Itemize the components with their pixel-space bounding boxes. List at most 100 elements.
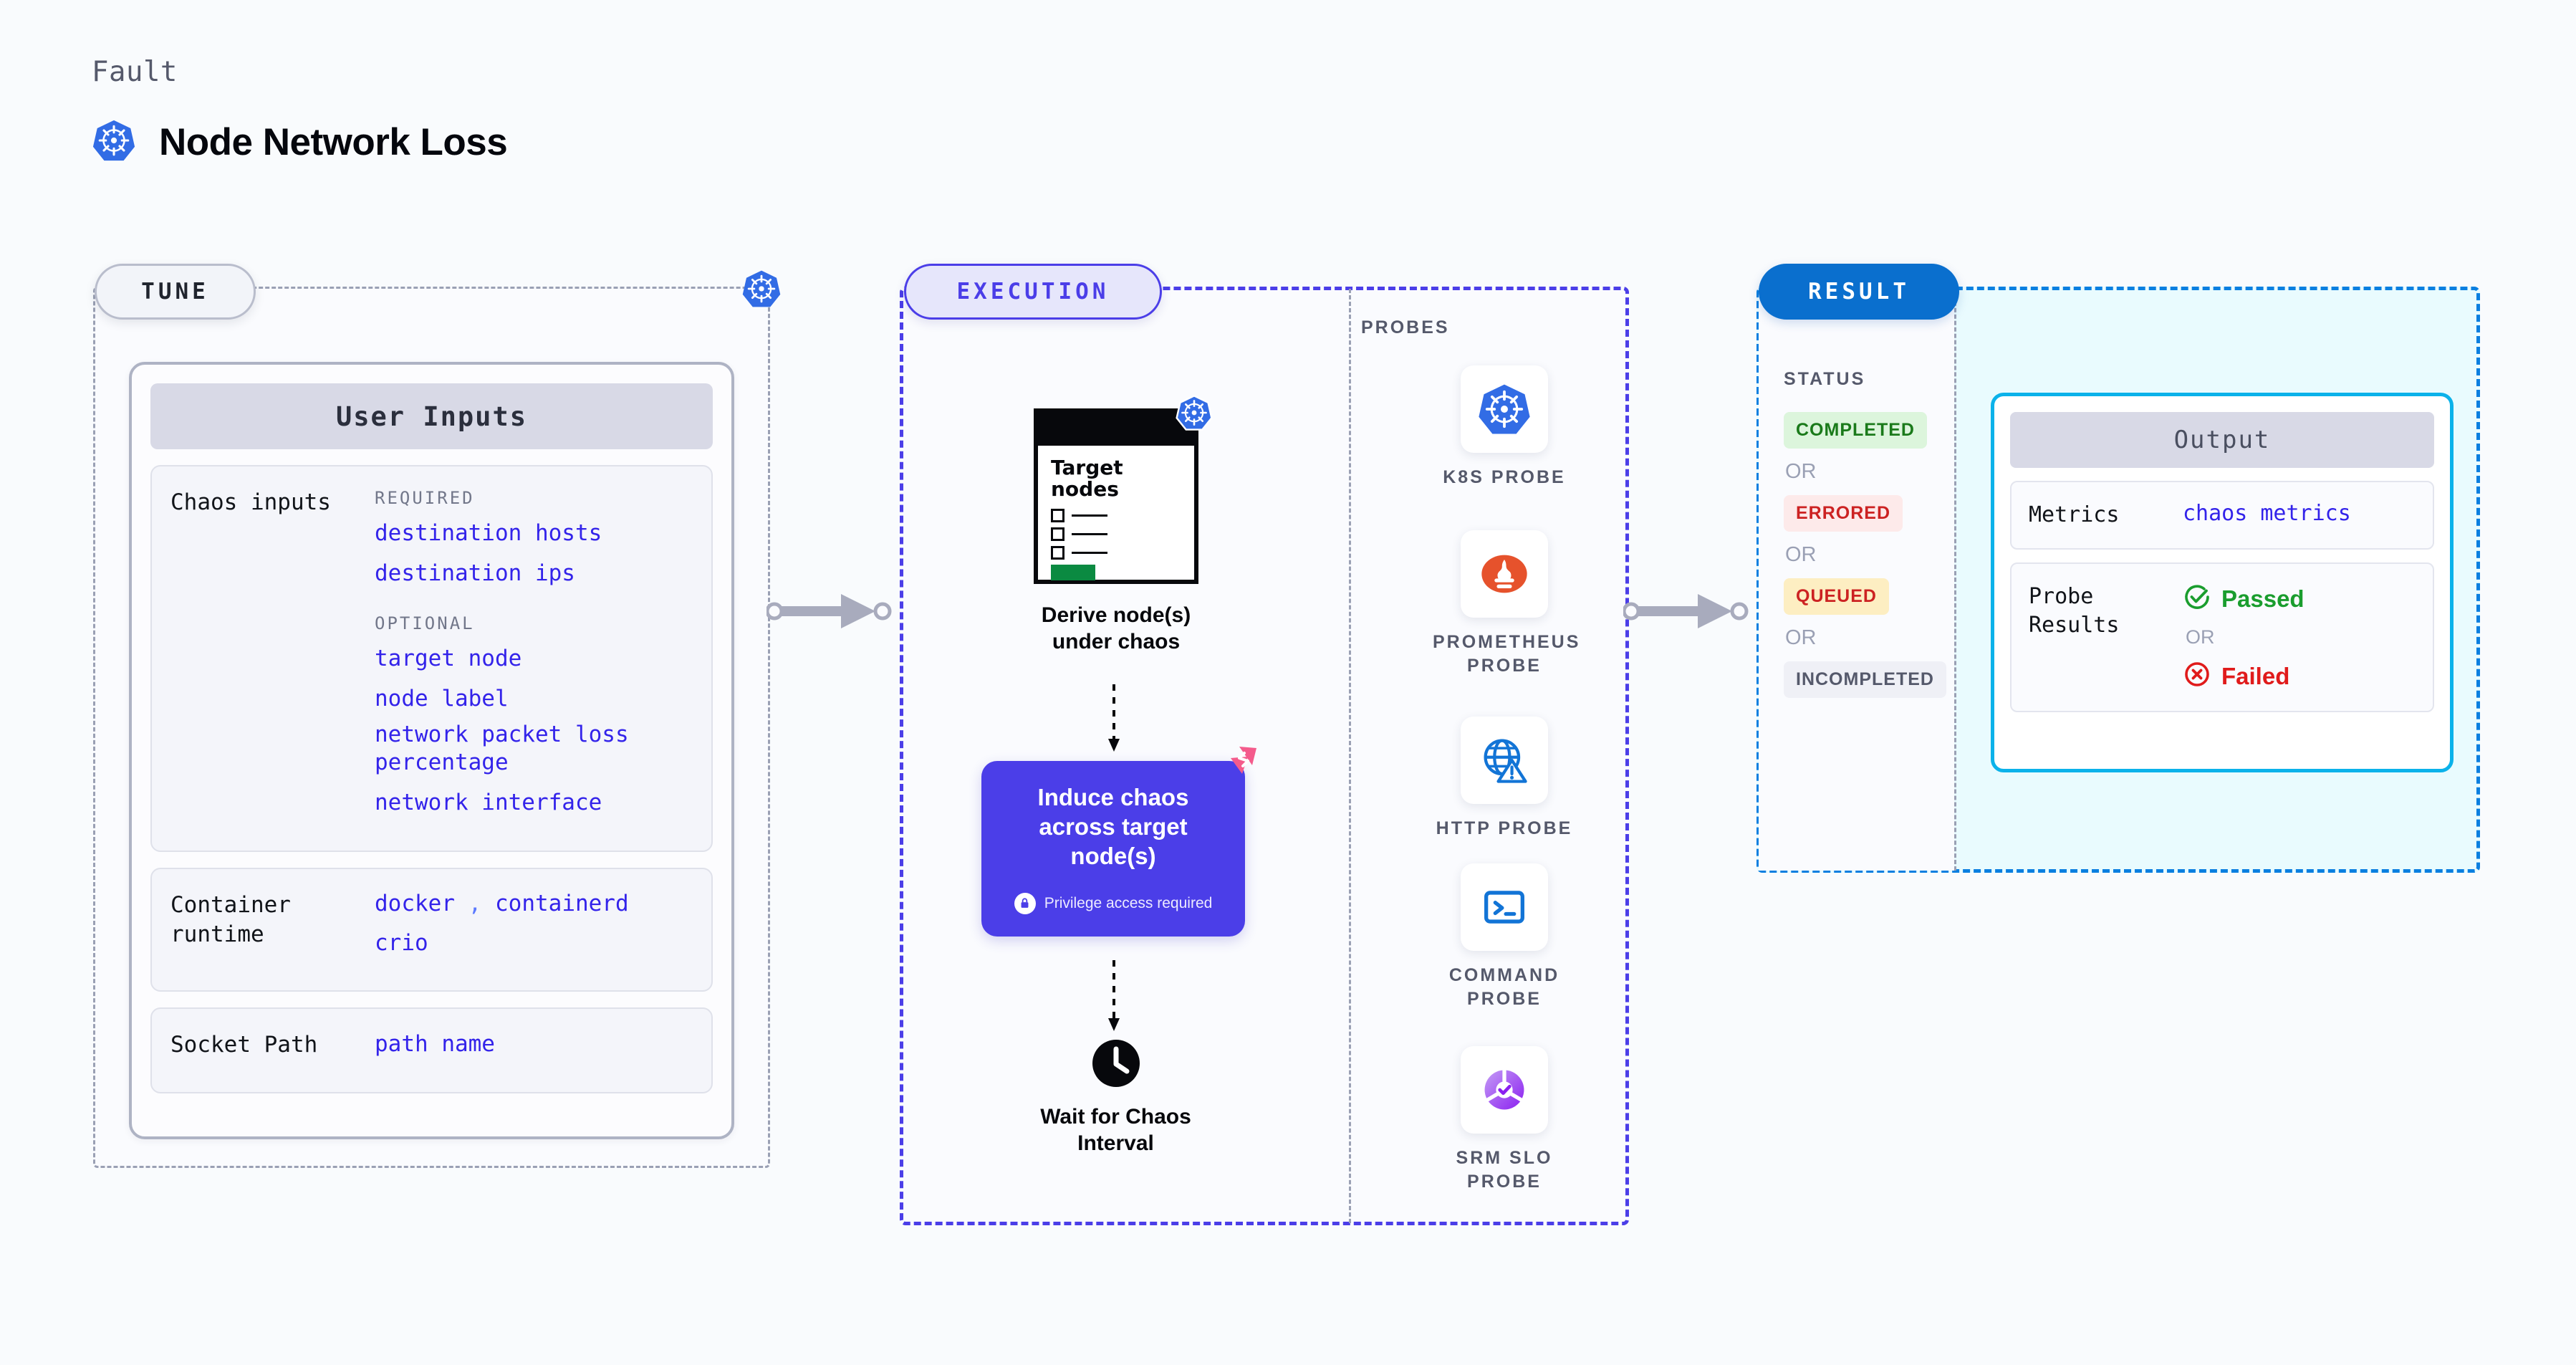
privilege-access-note: Privilege access required	[1014, 892, 1213, 914]
result-divider	[1954, 289, 1956, 871]
or-separator: OR	[1785, 543, 1817, 566]
input-network-interface[interactable]: network interface	[375, 790, 602, 816]
result-pill: RESULT	[1759, 264, 1959, 320]
document-checklist	[1051, 509, 1181, 560]
chaos-inputs-label: Chaos inputs	[170, 489, 331, 515]
kubernetes-icon	[92, 118, 136, 166]
probe-srm-slo[interactable]: SRM SLO PROBE	[1433, 1046, 1576, 1193]
arrow-step1-to-step2	[1103, 684, 1125, 760]
input-destination-ips[interactable]: destination ips	[375, 560, 575, 586]
metrics-label: Metrics	[2029, 502, 2120, 527]
derive-nodes-step: Target nodes	[1034, 395, 1213, 655]
probe-command[interactable]: COMMAND PROBE	[1433, 863, 1576, 1010]
passed-label: Passed	[2221, 585, 2305, 612]
probe-results-label: Probe Results	[2029, 584, 2120, 638]
checkbox-icon	[1051, 546, 1064, 560]
runtime-containerd[interactable]: containerd	[495, 890, 629, 916]
failed-label: Failed	[2221, 662, 2290, 689]
container-runtime-values-line1: docker , containerd	[375, 891, 693, 916]
induce-chaos-step: Induce chaos across target node(s) Privi…	[981, 747, 1256, 937]
user-inputs-title: User Inputs	[150, 383, 713, 449]
privilege-access-text: Privilege access required	[1044, 894, 1213, 911]
text-line	[1072, 552, 1107, 555]
status-badge-queued: QUEUED	[1784, 578, 1889, 615]
output-card: Output Metrics chaos metrics Probe Resul…	[1991, 393, 2454, 772]
probe-result-failed: Failed	[2183, 660, 2305, 692]
lock-icon	[1014, 892, 1036, 914]
checklist-item	[1051, 546, 1181, 560]
checklist-item	[1051, 509, 1181, 523]
socket-path-value[interactable]: path name	[375, 1031, 495, 1058]
runtime-docker[interactable]: docker	[375, 890, 455, 916]
fault-kicker: Fault	[92, 56, 178, 88]
arrow-step2-to-step3	[1103, 960, 1125, 1039]
page-title: Node Network Loss	[159, 121, 508, 163]
socket-path-label: Socket Path	[170, 1032, 318, 1058]
probe-srm-slo-label: SRM SLO PROBE	[1456, 1148, 1553, 1192]
fault-header: Node Network Loss	[92, 118, 508, 166]
probe-prometheus-label: PROMETHEUS PROBE	[1433, 632, 1581, 676]
probe-result-passed: Passed	[2183, 583, 2305, 615]
globe-warning-icon	[1461, 717, 1548, 804]
derive-nodes-caption: Derive node(s) under chaos	[1041, 603, 1191, 653]
container-runtime-row: Container runtime docker , containerd cr…	[150, 867, 713, 992]
checkbox-icon	[1051, 509, 1064, 523]
terminal-icon	[1461, 863, 1548, 951]
wait-chaos-interval-step: Wait for Chaos Interval	[1039, 1038, 1193, 1156]
induce-chaos-title: Induce chaos across target node(s)	[1037, 784, 1189, 869]
kubernetes-icon	[1461, 365, 1548, 453]
text-line	[1072, 514, 1107, 517]
execution-probes-divider	[1349, 289, 1351, 1223]
input-node-label[interactable]: node label	[375, 686, 509, 712]
probes-label: PROBES	[1361, 317, 1450, 337]
or-separator: OR	[1785, 626, 1817, 649]
input-network-packet-loss-percentage[interactable]: network packet loss percentage	[375, 721, 629, 776]
status-badge-completed: COMPLETED	[1784, 412, 1927, 449]
probe-k8s[interactable]: K8S PROBE	[1433, 365, 1576, 489]
socket-path-row: Socket Path path name	[150, 1007, 713, 1094]
wait-chaos-interval-caption: Wait for Chaos Interval	[1040, 1105, 1191, 1155]
document-green-bar	[1051, 565, 1095, 581]
document-title-bar	[1038, 413, 1194, 446]
execution-pill: EXECUTION	[904, 264, 1162, 320]
user-inputs-card: User Inputs Chaos inputs REQUIRED destin…	[129, 362, 734, 1139]
runtime-separator: ,	[468, 890, 482, 916]
probe-http[interactable]: HTTP PROBE	[1433, 717, 1576, 840]
runtime-crio[interactable]: crio	[375, 929, 428, 956]
input-destination-hosts[interactable]: destination hosts	[375, 520, 602, 546]
probe-command-label: COMMAND PROBE	[1448, 965, 1560, 1009]
required-label: REQUIRED	[375, 488, 475, 508]
status-badge-errored: ERRORED	[1784, 495, 1903, 532]
tune-pill: TUNE	[95, 264, 256, 320]
probe-prometheus[interactable]: PROMETHEUS PROBE	[1433, 530, 1581, 677]
metrics-row: Metrics chaos metrics	[2010, 481, 2434, 550]
status-badge-incompleted: INCOMPLETED	[1784, 661, 1946, 698]
container-runtime-label: Container runtime	[170, 891, 291, 947]
kubernetes-icon	[1176, 394, 1213, 435]
probe-http-label: HTTP PROBE	[1436, 818, 1573, 838]
target-nodes-doc-title: Target nodes	[1051, 456, 1123, 502]
chaos-inputs-row: Chaos inputs REQUIRED destination hosts …	[150, 465, 713, 852]
tune-kubernetes-icon	[741, 269, 782, 312]
prometheus-icon	[1461, 530, 1548, 618]
status-list: COMPLETED OR ERRORED OR QUEUED OR INCOMP…	[1784, 412, 1948, 698]
checkbox-icon	[1051, 527, 1064, 542]
checklist-item	[1051, 527, 1181, 542]
text-line	[1072, 533, 1107, 536]
or-separator: OR	[1785, 460, 1817, 483]
litmus-logo-icon	[1221, 742, 1261, 786]
check-circle-icon	[2183, 583, 2211, 615]
connector-execution-to-result	[1622, 586, 1767, 640]
clock-icon	[1090, 1040, 1142, 1092]
input-target-node[interactable]: target node	[375, 646, 522, 672]
metrics-value[interactable]: chaos metrics	[2183, 501, 2351, 526]
probe-k8s-label: K8S PROBE	[1443, 467, 1566, 487]
x-circle-icon	[2183, 660, 2211, 692]
optional-label: OPTIONAL	[375, 613, 475, 634]
connector-tune-to-execution	[765, 586, 910, 640]
probe-results-row: Probe Results Passed OR	[2010, 562, 2434, 713]
target-nodes-document: Target nodes	[1034, 395, 1213, 584]
probe-results-or: OR	[2186, 626, 2215, 648]
output-title: Output	[2010, 412, 2434, 468]
